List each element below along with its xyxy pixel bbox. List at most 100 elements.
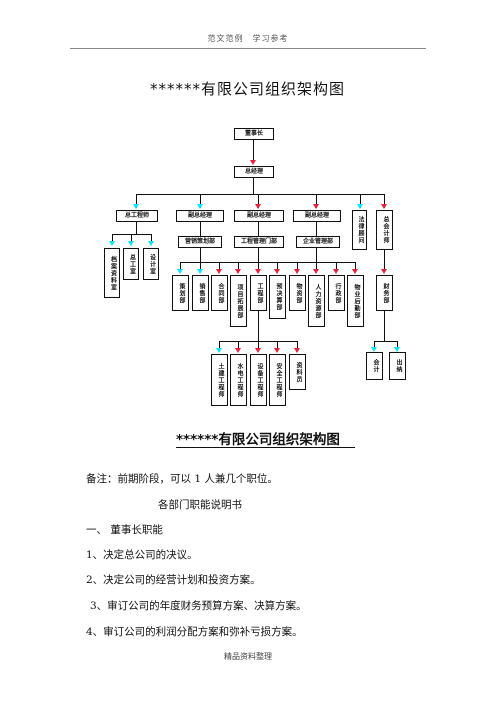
connector-line bbox=[131, 234, 132, 244]
chief-engineer-box: 总工程师 bbox=[116, 210, 158, 222]
planning-dept-box: 策划部 bbox=[172, 275, 189, 311]
connector-line bbox=[258, 311, 259, 341]
engineering-dept-box: 工程部 bbox=[250, 275, 267, 311]
page-footer: 精品资料整理 bbox=[224, 652, 272, 661]
engineering-mgmt-box: 工程管理门部 bbox=[234, 236, 284, 248]
connector-line bbox=[151, 234, 152, 244]
connector-line bbox=[258, 194, 259, 208]
connector-line bbox=[238, 262, 239, 272]
connector-line bbox=[238, 341, 239, 351]
connector-line bbox=[136, 222, 137, 234]
connector-line bbox=[316, 222, 317, 236]
connector-line bbox=[277, 262, 278, 272]
admin-dept-box: 行政部 bbox=[328, 275, 345, 311]
cyan-arrow bbox=[148, 241, 154, 246]
cyan-arrow bbox=[197, 269, 203, 274]
project-expansion-box: 项目拓展部 bbox=[230, 275, 247, 327]
cyan-arrow bbox=[357, 204, 363, 209]
cyan-arrow bbox=[177, 269, 183, 274]
contract-dept-box: 合同部 bbox=[211, 275, 228, 311]
red-arrow bbox=[381, 204, 387, 209]
archive-room-box: 档案资料室 bbox=[104, 248, 120, 298]
list-item: 3、审订公司的年度财务预算方案、决算方案。 bbox=[90, 600, 307, 612]
connector-line bbox=[316, 262, 317, 272]
connector-line bbox=[180, 262, 355, 263]
connector-line bbox=[384, 311, 385, 341]
section-subtitle: 各部门职能说明书 bbox=[158, 499, 242, 511]
header-divider bbox=[70, 48, 426, 49]
connector-line bbox=[384, 250, 385, 270]
connector-line bbox=[219, 341, 220, 351]
chart-title: ******有限公司组织架构图 bbox=[176, 432, 340, 448]
gm-box: 总经理 bbox=[234, 166, 274, 178]
red-arrow bbox=[313, 269, 319, 274]
connector-line bbox=[253, 178, 254, 194]
connector-line bbox=[360, 194, 361, 208]
document-title: ******有限公司组织架构图 bbox=[150, 80, 346, 98]
red-arrow bbox=[274, 269, 280, 274]
red-arrow bbox=[235, 348, 241, 353]
red-arrow bbox=[381, 269, 387, 274]
list-item: 2、决定公司的经营计划和投资方案。 bbox=[86, 574, 261, 586]
connector-line bbox=[258, 262, 259, 272]
section-heading: 一、 董事长职能 bbox=[86, 524, 163, 536]
design-room-box: 设计室 bbox=[143, 248, 159, 280]
connector-line bbox=[355, 262, 356, 272]
vp-box: 副总经理 bbox=[293, 210, 341, 222]
red-arrow bbox=[313, 204, 319, 209]
mep-engineer-box: 水电工程师 bbox=[230, 354, 247, 406]
property-logistics-box: 物业后勤部 bbox=[347, 275, 364, 327]
red-arrow bbox=[333, 269, 339, 274]
connector-line bbox=[258, 341, 259, 351]
connector-line bbox=[316, 194, 317, 208]
connector-line bbox=[219, 262, 220, 272]
connector-line bbox=[336, 262, 337, 272]
connector-line bbox=[200, 194, 201, 208]
vp-box: 副总经理 bbox=[234, 210, 284, 222]
connector-line bbox=[136, 194, 384, 195]
connector-line bbox=[200, 262, 201, 272]
safety-engineer-box: 安全工程师 bbox=[269, 354, 286, 406]
red-arrow bbox=[255, 204, 261, 209]
connector-line bbox=[397, 341, 398, 349]
red-arrow bbox=[216, 269, 222, 274]
cyan-arrow bbox=[197, 204, 203, 209]
connector-line bbox=[316, 248, 317, 262]
list-item: 4、审订公司的利润分配方案和弥补亏损方案。 bbox=[86, 626, 303, 638]
note-text: 备注：前期阶段，可以 1 人兼几个职位。 bbox=[86, 473, 278, 485]
cyan-arrow bbox=[133, 204, 139, 209]
cyan-arrow bbox=[394, 347, 400, 352]
marketing-dept-box: 营销策划部 bbox=[178, 236, 222, 248]
documentation-clerk-box: 资料员 bbox=[289, 354, 306, 390]
cyan-arrow bbox=[128, 241, 134, 246]
connector-line bbox=[297, 341, 298, 351]
chairman-box: 董事长 bbox=[234, 128, 274, 140]
hr-dept-box: 人力资源部 bbox=[308, 275, 325, 327]
cyan-arrow bbox=[109, 241, 115, 246]
connector-line bbox=[200, 222, 201, 236]
budget-dept-box: 预决算部 bbox=[269, 275, 286, 319]
connector-line bbox=[112, 234, 152, 235]
connector-line bbox=[277, 341, 278, 351]
enterprise-mgmt-box: 企业管理部 bbox=[296, 236, 340, 248]
finance-dept-box: 财务部 bbox=[376, 275, 393, 311]
connector-line bbox=[258, 222, 259, 236]
cyan-arrow bbox=[371, 347, 377, 352]
connector-line bbox=[200, 248, 201, 262]
chart-title-underline bbox=[176, 447, 355, 448]
connector-line bbox=[258, 248, 259, 262]
accountant-box: 会计 bbox=[366, 352, 383, 380]
materials-dept-box: 物资部 bbox=[289, 275, 306, 311]
connector-line bbox=[374, 341, 398, 342]
connector-line bbox=[384, 194, 385, 208]
sales-dept-box: 销售部 bbox=[192, 275, 209, 311]
connector-line bbox=[253, 140, 254, 162]
red-arrow bbox=[235, 269, 241, 274]
civil-engineer-box: 土建工程师 bbox=[211, 354, 228, 406]
legal-advisor-box: 法律顾问 bbox=[352, 210, 367, 250]
red-arrow bbox=[255, 348, 261, 353]
connector-line bbox=[112, 234, 113, 244]
org-chart: 董事长 总经理 总工程师 副总经理 副总经理 副总经理 法律顾问 总会计师 档案… bbox=[0, 118, 496, 428]
equipment-engineer-box: 设备工程师 bbox=[250, 354, 267, 406]
vp-box: 副总经理 bbox=[176, 210, 224, 222]
